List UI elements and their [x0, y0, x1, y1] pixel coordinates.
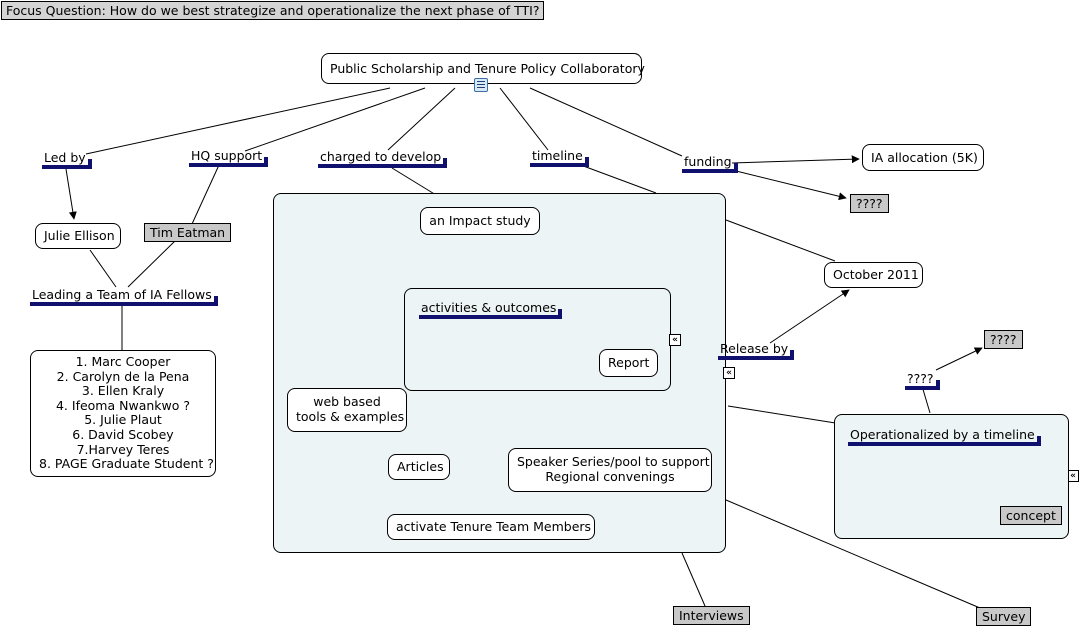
link-release-by[interactable]: Release by — [718, 341, 795, 360]
line-op-qqlink — [921, 385, 931, 414]
line-root-funding — [529, 87, 683, 157]
node-survey[interactable]: Survey — [976, 607, 1032, 626]
link-leading-team[interactable]: Leading a Team of IA Fellows — [30, 287, 218, 306]
link-activities-outcomes[interactable]: activities & outcomes — [419, 300, 563, 319]
node-julie-ellison[interactable]: Julie Ellison — [35, 223, 121, 249]
root-concept[interactable]: Public Scholarship and Tenure Policy Col… — [321, 53, 645, 84]
link-unknown[interactable]: ???? — [905, 371, 940, 390]
node-tim-eatman[interactable]: Tim Eatman — [144, 223, 232, 242]
link-operationalized[interactable]: Operationalized by a timeline — [848, 427, 1041, 446]
node-impact-study[interactable]: an Impact study — [420, 207, 540, 235]
node-report[interactable]: Report — [599, 349, 658, 377]
link-charged-to-develop[interactable]: charged to develop — [318, 149, 448, 168]
line-funding-qq — [731, 169, 847, 201]
line-hq-tim — [191, 164, 220, 225]
link-led-by[interactable]: Led by — [42, 150, 92, 169]
node-fellows-list[interactable]: 1. Marc Cooper 2. Carolyn de la Pena 3. … — [30, 350, 216, 477]
focus-question: Focus Question: How do we best strategiz… — [1, 1, 545, 20]
line-group-october — [725, 219, 836, 262]
line-timeline-group — [577, 163, 657, 194]
node-articles[interactable]: Articles — [388, 454, 450, 480]
document-icon[interactable] — [474, 78, 488, 92]
node-interviews[interactable]: Interviews — [673, 606, 750, 625]
node-concept[interactable]: concept — [1000, 506, 1062, 525]
line-funding-ia — [731, 155, 860, 164]
collapse-impact-icon[interactable]: « — [723, 367, 735, 379]
line-group-op — [727, 405, 849, 426]
line-group-interviews — [681, 552, 706, 607]
line-qqlink-qq — [935, 347, 983, 371]
node-october-2011[interactable]: October 2011 — [824, 262, 923, 288]
line-ledby-julie — [65, 168, 77, 220]
line-release-october — [769, 289, 850, 344]
line-root-timeline — [499, 87, 549, 151]
line-group-survey — [725, 499, 981, 609]
node-activate-tenure[interactable]: activate Tenure Team Members — [387, 514, 595, 540]
line-julie-team — [89, 249, 117, 288]
collapse-activities-icon[interactable]: « — [669, 334, 681, 346]
node-funding-unknown[interactable]: ???? — [850, 194, 889, 213]
node-op-unknown[interactable]: ???? — [984, 330, 1023, 349]
line-root-hq — [244, 87, 426, 152]
line-root-charged — [387, 87, 456, 151]
link-funding[interactable]: funding — [682, 154, 737, 173]
link-hq-support[interactable]: HQ support — [189, 148, 269, 167]
line-root-ledby — [85, 87, 391, 155]
node-web-tools[interactable]: web based tools & examples — [287, 388, 407, 432]
link-timeline[interactable]: timeline — [530, 148, 589, 167]
node-ia-allocation[interactable]: IA allocation (5K) — [862, 144, 984, 171]
node-speaker-series[interactable]: Speaker Series/pool to support Regional … — [508, 448, 712, 492]
line-tim-team — [127, 239, 177, 288]
